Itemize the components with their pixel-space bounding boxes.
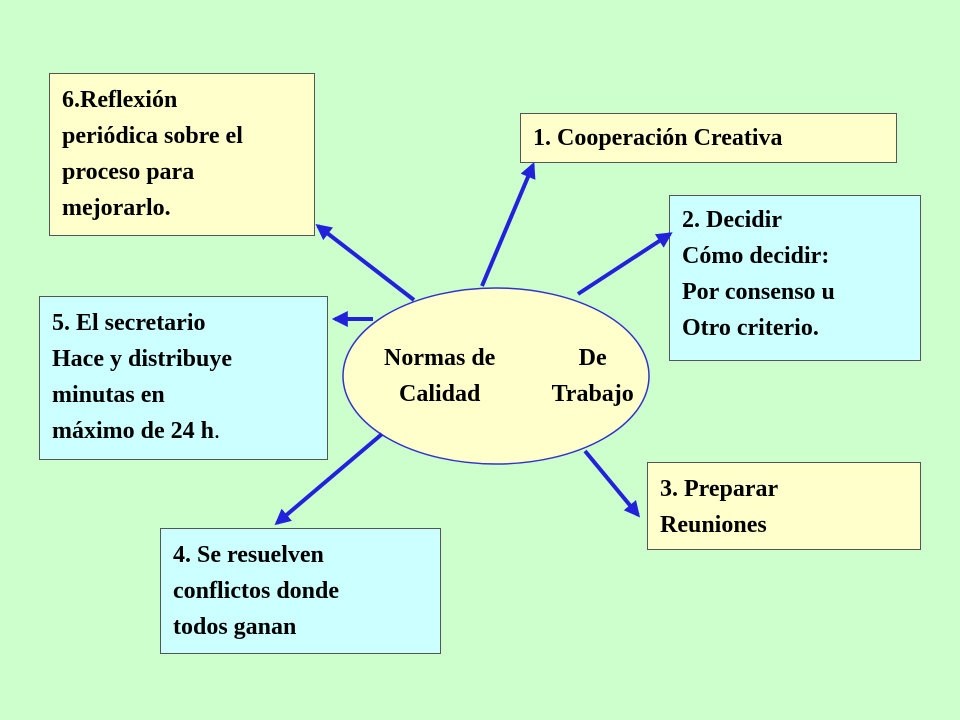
norm-box-3: 3. Preparar Reuniones	[647, 462, 921, 550]
norm-4-text: 4. Se resuelven conflictos donde todos g…	[173, 542, 340, 640]
center-label-line2: De Trabajo	[551, 345, 634, 407]
norm-5-text: 5. El secretario Hace y distribuye minut…	[52, 310, 232, 444]
norm-5-trailing: .	[214, 418, 220, 444]
norm-2-text: 2. Decidir Cómo decidir: Por consenso u …	[682, 207, 835, 341]
norm-1-text: 1. Cooperación Creativa	[533, 125, 783, 151]
norm-6-text: 6.Reflexión periódica sobre el proceso p…	[62, 87, 243, 221]
center-ellipse	[342, 287, 650, 465]
arrow-to-box-2	[576, 232, 673, 296]
arrow-to-box-3	[583, 449, 641, 518]
center-node: Normas de Calidad De Trabajo	[343, 288, 649, 464]
norm-box-2: 2. Decidir Cómo decidir: Por consenso u …	[669, 195, 921, 361]
center-label-line1: Normas de Calidad	[384, 345, 496, 407]
norm-box-1: 1. Cooperación Creativa	[520, 113, 897, 163]
norm-box-6: 6.Reflexión periódica sobre el proceso p…	[49, 73, 315, 236]
norm-box-5: 5. El secretario Hace y distribuye minut…	[39, 296, 328, 460]
arrow-to-box-1	[480, 162, 536, 287]
arrow-to-box-6	[315, 224, 416, 302]
arrow-to-box-4	[274, 432, 384, 526]
norm-3-text: 3. Preparar Reuniones	[660, 476, 779, 538]
norm-box-4: 4. Se resuelven conflictos donde todos g…	[160, 528, 441, 654]
